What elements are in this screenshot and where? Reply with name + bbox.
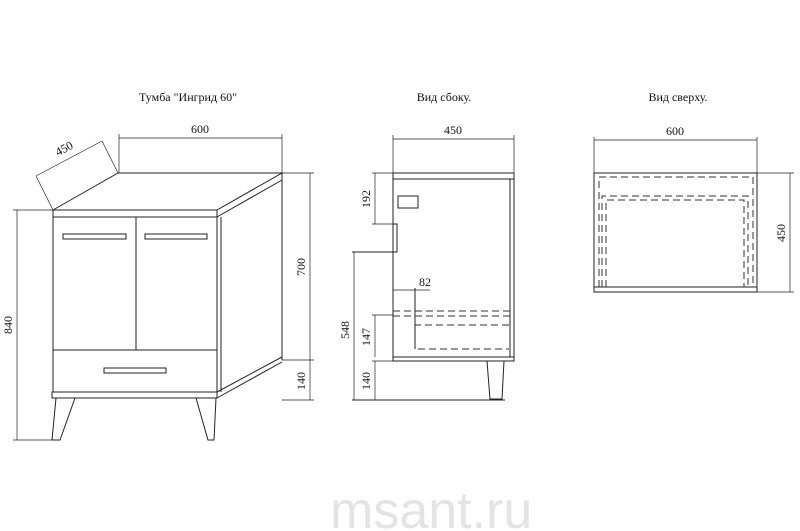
dim-side-depth: 450	[444, 123, 462, 137]
drawer	[52, 349, 218, 393]
dim-body-height: 700	[294, 258, 308, 276]
side-leg	[486, 360, 505, 400]
front-view: Тумба "Ингрид 60" 600 450 840 700 140	[1, 90, 314, 441]
doors	[52, 216, 218, 351]
dim-548: 548	[338, 321, 352, 339]
dim-147: 147	[359, 328, 373, 346]
front-view-title: Тумба "Ингрид 60"	[139, 90, 237, 104]
side-view: Вид сбоку. 450 192 548 147 140 82	[338, 90, 515, 401]
countertop-top	[51, 172, 284, 211]
top-view-title: Вид сверху.	[648, 90, 707, 104]
leg-right	[195, 397, 217, 441]
door-handle-left	[62, 233, 127, 240]
top-view: Вид сверху. 600 450	[593, 90, 794, 293]
dim-top-width: 600	[666, 124, 684, 138]
dim-82: 82	[419, 275, 431, 289]
dim-top-depth: 450	[774, 224, 788, 242]
side-handle	[397, 195, 419, 209]
dim-total-height: 840	[1, 316, 15, 334]
side-view-title: Вид сбоку.	[417, 90, 472, 104]
leg-left	[51, 397, 76, 441]
door-handle-right	[144, 233, 208, 240]
drawer-handle	[103, 367, 167, 374]
dim-depth: 450	[53, 138, 75, 159]
dim-side-140: 140	[359, 372, 373, 390]
dim-192: 192	[359, 190, 373, 208]
dim-leg-height: 140	[294, 372, 308, 390]
countertop-front	[52, 209, 218, 218]
dim-width: 600	[191, 122, 209, 136]
watermark: msant.ru	[330, 482, 532, 531]
plinth	[51, 391, 218, 399]
